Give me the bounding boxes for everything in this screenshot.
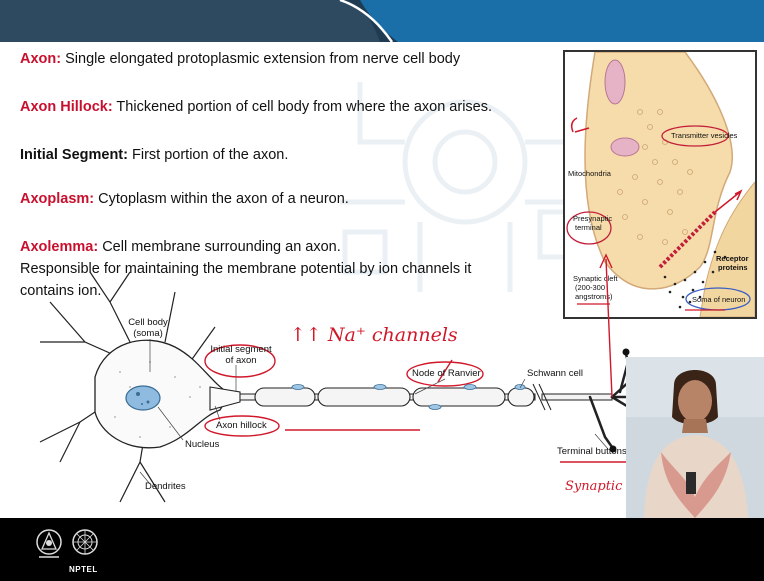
label-cell-body-line2: (soma) [133,328,163,339]
label-cell-body: Cell body (soma) [118,317,178,339]
label-schwann-cell: Schwann cell [527,368,583,379]
label-node-of-ranvier: Node of Ranvier [412,368,481,379]
label-nucleus: Nucleus [185,439,219,450]
label-cell-body-line1: Cell body [128,317,168,328]
handwritten-na-channels: ↑↑ Na⁺ channels [290,325,458,345]
nptel-label: NPTEL [69,565,98,574]
nptel-logo-icon [70,527,100,561]
presenter-video [626,357,764,518]
slide-canvas: Axon: Single elongated protoplasmic exte… [0,42,764,518]
label-dendrites: Dendrites [145,481,186,492]
label-axon-hillock: Axon hillock [216,420,267,431]
label-terminal-buttons: Terminal buttons [557,446,627,457]
label-initial-segment-line1: Initial segment [210,344,271,355]
iit-emblem-icon [34,527,64,561]
slide-header-bar [0,0,764,42]
footer-bar: NPTEL [0,518,764,581]
label-initial-segment-line2: of axon [225,355,256,366]
label-initial-segment: Initial segment of axon [205,344,277,366]
